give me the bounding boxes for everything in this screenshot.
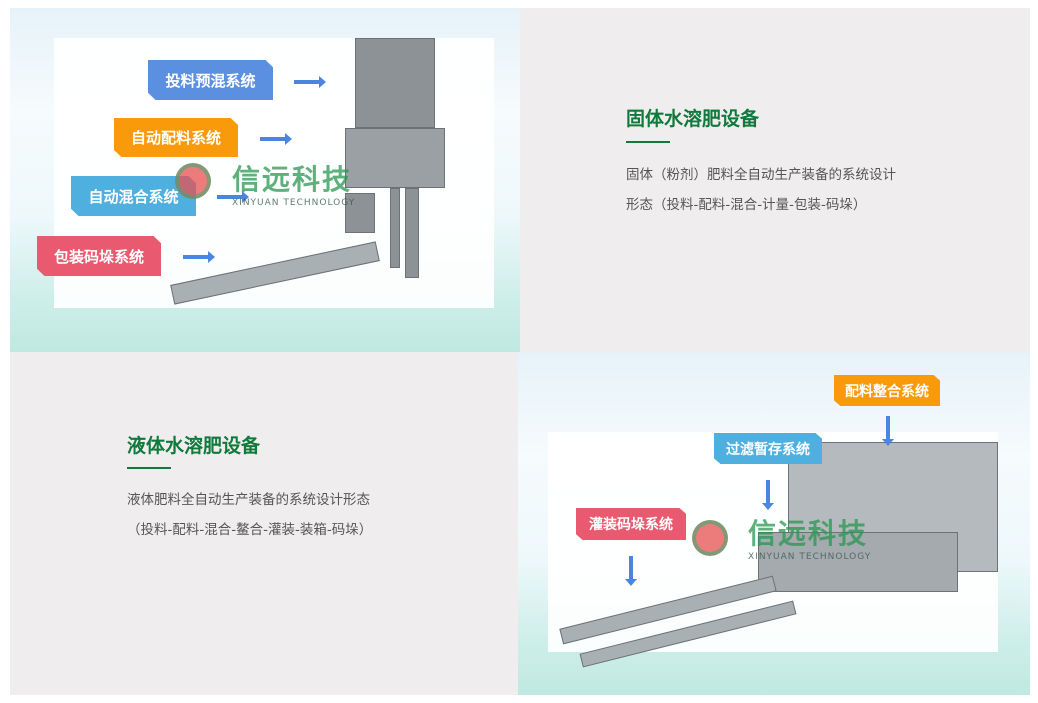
machine-tower — [355, 38, 435, 128]
liquid-title: 液体水溶肥设备 — [127, 435, 261, 457]
machine-mixer — [345, 193, 375, 233]
tag-filling-palletizing: 灌装码垛系统 — [576, 508, 686, 540]
arrow-icon — [260, 133, 292, 145]
watermark: 信远科技 XINYUAN TECHNOLOGY — [232, 158, 355, 208]
arrow-icon — [217, 191, 249, 203]
desc-line: （投料-配料-混合-鳌合-灌装-装箱-码垛） — [127, 522, 373, 538]
arrow-down-icon — [625, 556, 637, 586]
solid-info-panel: 固体水溶肥设备 固体（粉剂）肥料全自动生产装备的系统设计 形态（投料-配料-混合… — [520, 8, 1030, 352]
liquid-equipment-image: 配料整合系统 过滤暂存系统 灌装码垛系统 信远科技 XINYUAN TECHNOL… — [518, 352, 1030, 695]
title-underline — [626, 141, 670, 143]
arrow-icon — [294, 76, 326, 88]
arrow-down-icon — [882, 416, 894, 446]
arrow-icon — [183, 251, 215, 263]
watermark-sub: XINYUAN TECHNOLOGY — [232, 198, 356, 208]
arrow-down-icon — [762, 480, 774, 510]
tag-auto-batching: 自动配料系统 — [114, 118, 238, 157]
desc-line: 形态（投料-配料-混合-计量-包装-码垛） — [626, 197, 867, 213]
desc-line: 固体（粉剂）肥料全自动生产装备的系统设计 — [626, 167, 896, 183]
liquid-description: 液体肥料全自动生产装备的系统设计形态 （投料-配料-混合-鳌合-灌装-装箱-码垛… — [127, 485, 372, 545]
watermark: 信远科技 XINYUAN TECHNOLOGY — [748, 512, 871, 562]
machine-column — [390, 188, 400, 268]
title-underline — [127, 467, 171, 469]
logo-icon — [692, 520, 728, 556]
solid-description: 固体（粉剂）肥料全自动生产装备的系统设计 形态（投料-配料-混合-计量-包装-码… — [626, 160, 896, 220]
logo-icon — [175, 163, 211, 199]
machine-column — [405, 188, 419, 278]
tag-packing-palletizing: 包装码垛系统 — [37, 236, 161, 276]
watermark-sub: XINYUAN TECHNOLOGY — [748, 552, 872, 562]
watermark-name: 信远科技 — [748, 517, 869, 550]
tag-feeding-premix: 投料预混系统 — [148, 60, 273, 100]
solid-title: 固体水溶肥设备 — [626, 108, 760, 130]
desc-line: 液体肥料全自动生产装备的系统设计形态 — [127, 492, 370, 508]
watermark-name: 信远科技 — [232, 163, 353, 196]
machine-deck — [758, 532, 958, 592]
tag-batching-integration: 配料整合系统 — [834, 375, 940, 406]
liquid-info-panel: 液体水溶肥设备 液体肥料全自动生产装备的系统设计形态 （投料-配料-混合-鳌合-… — [10, 352, 518, 695]
machine-hoppers — [345, 128, 445, 188]
tag-filter-storage: 过滤暂存系统 — [714, 433, 822, 464]
